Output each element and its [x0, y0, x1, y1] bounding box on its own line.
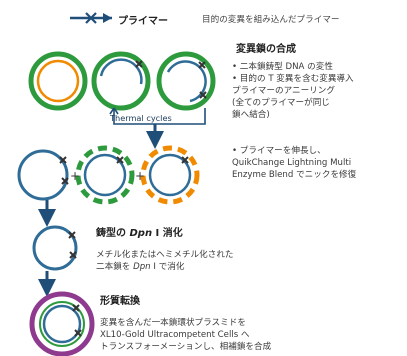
plus-sign: + [135, 169, 146, 183]
primer-mark-icon [61, 177, 69, 185]
step3-line2: 二本鎖を Dpn I で消化 [96, 262, 185, 272]
step1-bullet: • 目的の T 変異を含む変異導入 [232, 74, 354, 84]
digested-mutant-circle [32, 225, 78, 271]
primer-mark-icon [74, 329, 82, 337]
annealed-primer-strand-1 [99, 58, 143, 85]
step4-line3: トランスフォーメーションし、相補鎖を合成 [100, 342, 272, 352]
annealed-plasmid-circle-1 [91, 51, 151, 111]
step3-line1: メチル化またはヘミメチル化された [96, 250, 234, 260]
loop-up-arrow-icon [109, 107, 119, 115]
primer-mark-icon [198, 61, 206, 69]
transformed-plasmid-outer [39, 301, 85, 347]
transformed-plasmid-inner [42, 304, 82, 344]
primer-mark-icon [69, 251, 77, 259]
step1-bullet: • 二本鎖鋳型 DNA の変性 [232, 62, 333, 72]
step4-title: 形質転換 [100, 296, 140, 307]
step4-line1: 変異を含んだ一本鎖環状プラスミドを [100, 318, 246, 328]
nicked-orange-outer [140, 145, 200, 205]
primer-mark-icon [68, 231, 76, 239]
primer-mark-icon [181, 156, 189, 164]
mutant-strand-inner [148, 153, 192, 197]
legend-label: プライマー [118, 16, 168, 27]
primer-mark-icon [72, 304, 80, 312]
primer-mark-icon [199, 91, 207, 99]
step2-bullet: • プライマーを伸長し、 [232, 146, 326, 156]
legend-description: 目的の変異を組み込んだプライマー [202, 15, 340, 25]
cell-circle [29, 291, 95, 356]
step1-title: 変異鎖の合成 [236, 44, 296, 55]
mutant-strand-circle [17, 149, 69, 201]
step1-bullet: 鎖へ結合) [232, 110, 270, 120]
template-plasmid-circle [28, 51, 88, 111]
thermal-cycles-label: Thermal cycles [110, 113, 172, 123]
step3-title: 鋳型の Dpn I 消化 [96, 228, 183, 239]
step1-bullet: (全てのプライマーが同じ [232, 98, 330, 108]
primer-mark-icon [59, 156, 67, 164]
legend-primer-icon [70, 12, 112, 24]
thermal-cycles-loop [113, 108, 206, 125]
primer-mark-icon [135, 60, 143, 68]
annealed-plasmid-circle-2 [156, 51, 216, 111]
plus-sign: + [70, 169, 81, 183]
step2-bullet: Enzyme Blend でニックを修復 [232, 170, 357, 180]
template-inner-strand [36, 59, 80, 103]
annealed-primer-strand-2 [166, 60, 207, 103]
primer-mark-icon [116, 156, 124, 164]
step1-bullet: プライマーのアニーリング [232, 86, 335, 96]
step4-line2: XL10-Gold Ultracompetent Cells へ [100, 330, 250, 340]
nicked-green-outer [75, 145, 135, 205]
step2-bullet: QuikChange Lightning Multi [232, 158, 352, 168]
mutant-strand-inner [83, 153, 127, 197]
